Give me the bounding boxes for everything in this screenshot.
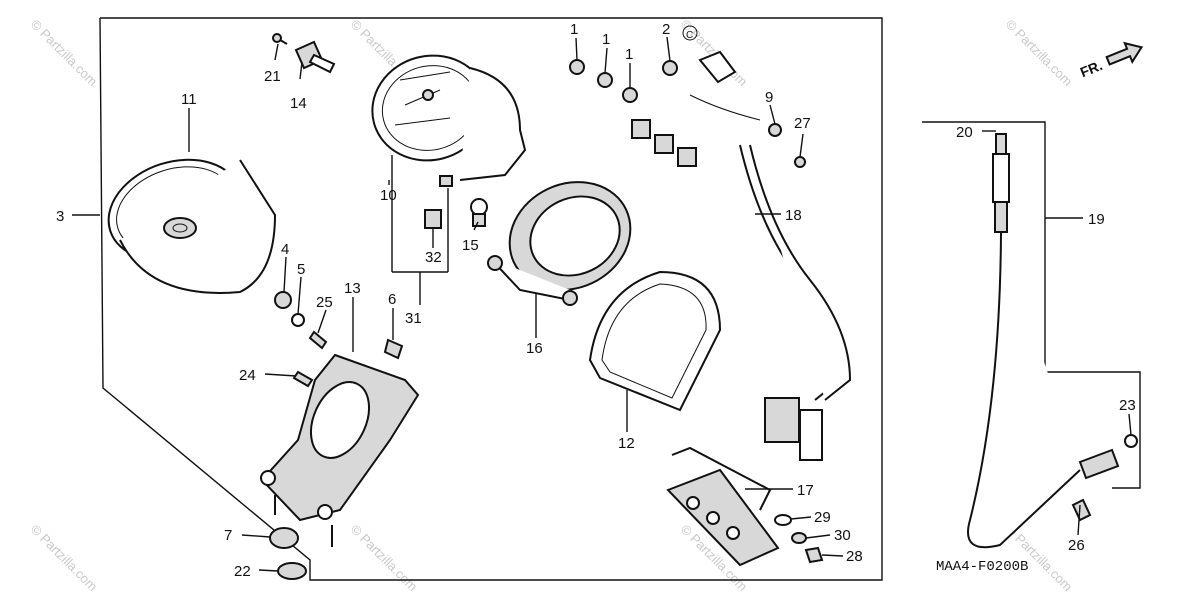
- callout-17: 17: [797, 482, 814, 499]
- callout-5: 5: [297, 261, 305, 278]
- callout-14: 14: [290, 95, 307, 112]
- clip-27: [794, 156, 806, 168]
- callout-30: 30: [834, 527, 851, 544]
- callout-23: 23: [1119, 397, 1136, 414]
- grommet-4: [274, 291, 292, 309]
- speedometer: [371, 54, 527, 187]
- callout-1: 1: [602, 31, 610, 48]
- nut-6: [383, 338, 404, 360]
- arrow-icon: [1105, 41, 1144, 66]
- nut-28: [804, 546, 824, 564]
- callout-2: 2: [662, 21, 670, 38]
- bulb-15: [470, 198, 488, 227]
- socket-1b: [597, 72, 613, 88]
- gasket: [588, 270, 722, 412]
- callout-21: 21: [264, 68, 281, 85]
- cable-group-frame: [922, 121, 1141, 489]
- callout-3: 3: [56, 208, 64, 225]
- callout-22: 22: [234, 563, 251, 580]
- meter-bracket: [260, 353, 420, 547]
- watermark: © Partzilla.com: [1003, 17, 1076, 90]
- callout-27: 27: [794, 115, 811, 132]
- callout-25: 25: [316, 294, 333, 311]
- leader-lines: [72, 36, 1132, 572]
- callout-26: 26: [1068, 537, 1085, 554]
- clamp-9: [768, 123, 782, 137]
- meter-case: [107, 158, 277, 294]
- callout-31: 31: [405, 310, 422, 327]
- wire-harness: [631, 50, 852, 461]
- meter-ring: [487, 181, 632, 306]
- diagram-code: MAA4-F0200B: [936, 559, 1028, 575]
- callout-13: 13: [344, 280, 361, 297]
- callout-1: 1: [570, 21, 578, 38]
- callout-24: 24: [239, 367, 256, 384]
- watermark: © Partzilla.com: [28, 522, 101, 595]
- callout-32: 32: [425, 249, 442, 266]
- collar-22: [277, 562, 307, 580]
- copyright-mark: C: [682, 25, 698, 41]
- callout-18: 18: [785, 207, 802, 224]
- socket-2: [662, 60, 678, 76]
- callout-7: 7: [224, 527, 232, 544]
- callout-10: 10: [380, 187, 397, 204]
- direction-label: FR.: [1078, 57, 1105, 80]
- callout-12: 12: [618, 435, 635, 452]
- callout-9: 9: [765, 89, 773, 106]
- speedometer-gear: [294, 40, 336, 74]
- callout-11: 11: [181, 91, 197, 108]
- collar-5: [291, 313, 305, 327]
- callout-15: 15: [462, 237, 479, 254]
- callout-1: 1: [625, 46, 633, 63]
- screw-26: [1071, 498, 1092, 522]
- screw-25: [308, 330, 328, 350]
- watermark: © Partzilla.com: [28, 17, 101, 90]
- indicator-panel: [666, 446, 780, 567]
- watermark: © Partzilla.com: [348, 522, 421, 595]
- socket-32: [424, 209, 442, 229]
- callout-28: 28: [846, 548, 863, 565]
- socket-1a: [569, 59, 585, 75]
- callout-labels: 1 1 1 2 3 4 5 6 7 9 10 11 12 13 14 15 16…: [56, 21, 1136, 580]
- callout-29: 29: [814, 509, 831, 526]
- callout-16: 16: [526, 340, 543, 357]
- callout-20: 20: [956, 124, 973, 141]
- svg-text:C: C: [686, 30, 693, 41]
- socket-1c: [622, 87, 638, 103]
- callout-4: 4: [281, 241, 289, 258]
- speedometer-cable: [967, 133, 1120, 549]
- screw-24: [292, 370, 314, 388]
- washer-29: [774, 514, 792, 526]
- front-direction-arrow: FR.: [1078, 41, 1144, 80]
- grommet-7: [269, 527, 299, 549]
- collar-30: [791, 532, 807, 544]
- callout-6: 6: [388, 291, 396, 308]
- washer-23: [1124, 434, 1138, 448]
- main-group-frame: [99, 17, 883, 581]
- callout-19: 19: [1088, 211, 1105, 228]
- screw-21: [272, 33, 288, 45]
